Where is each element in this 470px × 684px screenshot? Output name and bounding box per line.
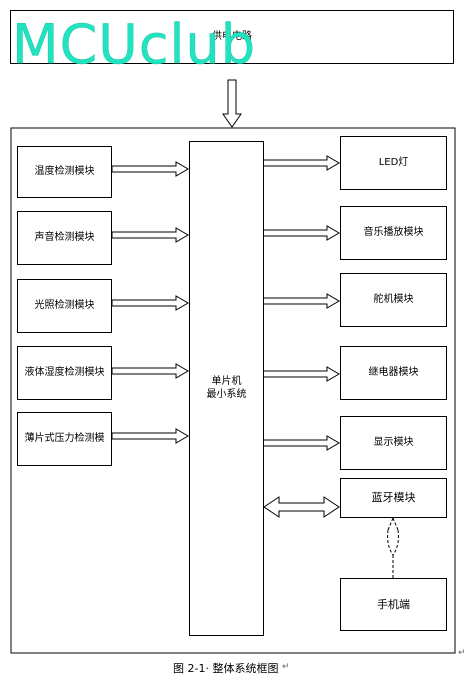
module-temperature-label: 温度检测模块 <box>34 165 95 177</box>
module-led-label: LED灯 <box>378 156 409 168</box>
wireless-link <box>387 517 399 578</box>
arrow-mcu-to-servo <box>262 293 340 309</box>
module-display-label: 显示模块 <box>373 436 414 448</box>
module-light: 光照检测模块 <box>17 279 112 333</box>
arrow-sound-to-mcu <box>111 227 189 243</box>
phone-box: 手机端 <box>340 578 447 631</box>
arrow-mcu-to-relay <box>262 366 340 382</box>
module-liquid-humidity: 液体湿度检测模块 <box>17 346 112 400</box>
arrow-mcu-to-music <box>262 225 340 241</box>
phone-label: 手机端 <box>377 597 410 611</box>
arrow-light-to-mcu <box>111 295 189 311</box>
module-display: 显示模块 <box>340 416 447 470</box>
module-bluetooth-label: 蓝牙模块 <box>371 491 416 505</box>
watermark-logo: MCUclub <box>12 13 257 76</box>
module-bluetooth: 蓝牙模块 <box>340 478 447 518</box>
module-music: 音乐播放模块 <box>340 206 447 260</box>
module-liquid-humidity-label: 液体湿度检测模块 <box>24 366 105 378</box>
module-sound: 声音检测模块 <box>17 211 112 265</box>
module-servo: 舵机模块 <box>340 273 447 327</box>
left-arrows <box>111 161 189 444</box>
outer-frame <box>10 127 456 654</box>
module-relay: 继电器模块 <box>340 346 447 400</box>
power-to-system-arrow <box>222 79 242 128</box>
arrow-liquid-to-mcu <box>111 363 189 379</box>
module-relay-label: 继电器模块 <box>368 366 419 378</box>
module-led: LED灯 <box>340 136 447 190</box>
power-supply-box: 供电电路 <box>10 10 454 64</box>
arrow-pressure-to-mcu <box>111 428 189 444</box>
module-light-label: 光照检测模块 <box>34 299 95 311</box>
figure-caption: 图 2-1· 整体系统框图 <box>173 662 279 675</box>
arrow-mcu-to-display <box>262 435 340 451</box>
mcu-label-line2: 最小系统 <box>206 388 247 400</box>
power-supply-label: 供电电路 <box>212 30 252 42</box>
mcu-label-line1: 单片机 <box>211 376 242 387</box>
right-arrows <box>262 155 340 451</box>
arrow-mcu-to-led <box>262 155 340 171</box>
mcu-box: 单片机 最小系统 <box>189 141 264 636</box>
paragraph-mark-caption: ↵ <box>282 662 290 672</box>
paragraph-mark-right: ↵ <box>458 648 466 658</box>
module-music-label: 音乐播放模块 <box>363 226 424 238</box>
module-pressure: 薄片式压力检测模 <box>17 412 112 466</box>
module-pressure-label: 薄片式压力检测模 <box>24 432 105 444</box>
module-sound-label: 声音检测模块 <box>34 231 95 243</box>
arrow-mcu-bluetooth-bidirectional <box>263 496 340 518</box>
module-temperature: 温度检测模块 <box>17 146 112 198</box>
arrow-temp-to-mcu <box>111 161 189 177</box>
module-servo-label: 舵机模块 <box>373 293 414 305</box>
